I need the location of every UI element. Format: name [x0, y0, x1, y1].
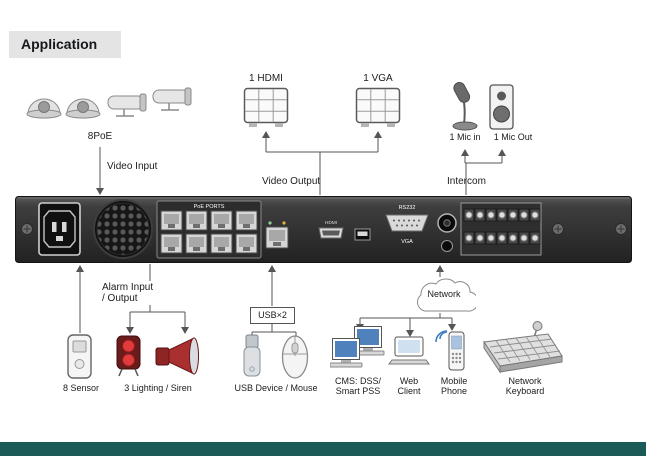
mouse-icon [281, 335, 309, 379]
lighting-siren-label: 3 Lighting / Siren [124, 383, 192, 393]
alarm-io-line1: Alarm Input [102, 282, 154, 293]
vga-monitor-icon [355, 87, 401, 127]
sensor-label: 8 Sensor [62, 383, 100, 393]
web-client-label: Web Client [390, 376, 428, 396]
vga-port-icon: RS232 VGA [385, 205, 429, 245]
alarm-io-label: Alarm Input / Output [102, 282, 153, 304]
vga-label: VGA [401, 239, 413, 245]
mobile-phone-label: Mobile Phone [433, 376, 475, 396]
microphone-icon [452, 82, 478, 131]
dome-camera-icon [26, 98, 62, 119]
network-cloud-label: Network [427, 289, 461, 299]
mic-out-label: 1 Mic Out [493, 132, 533, 142]
video-output-label: Video Output [262, 176, 321, 187]
dome-camera-icon [65, 98, 101, 119]
hdmi-port-icon: HDMI [318, 220, 344, 239]
network-cloud-icon [417, 278, 476, 312]
poe-ports-label: PoE PORTS [194, 204, 225, 210]
mobile-line1: Mobile [440, 376, 468, 386]
web-line2: Client [397, 386, 421, 396]
alarm-terminal-block [460, 202, 542, 256]
alarm-io-line2: / Output [102, 293, 138, 304]
rj45-port-icon [160, 210, 258, 254]
hdmi-monitor-label: 1 HDMI [249, 73, 283, 84]
network-port-icon [265, 221, 289, 249]
keyboard-line1: Network [508, 376, 542, 386]
bullet-camera-icon [107, 93, 147, 117]
keyboard-line2: Keyboard [505, 386, 545, 396]
screw-icon [21, 223, 33, 235]
rs232-label: RS232 [399, 205, 416, 211]
poe-ports-block: PoE PORTS [156, 200, 262, 259]
page-title: Application [9, 31, 121, 58]
mobile-line2: Phone [440, 386, 468, 396]
usb-port-icon [354, 228, 371, 241]
poe-label: 8PoE [87, 131, 113, 142]
wifi-icon [435, 330, 448, 343]
screw-icon [552, 223, 564, 235]
cms-line1: CMS: DSS/ [334, 376, 381, 386]
mic-in-label: 1 Mic in [449, 132, 481, 142]
fan-grille-icon [93, 199, 153, 259]
footer-bar [0, 442, 646, 456]
hdmi-monitor-icon [243, 87, 289, 127]
power-inlet-icon [38, 202, 81, 256]
network-keyboard-label: Network Keyboard [492, 376, 558, 396]
sensor-icon [67, 334, 92, 379]
audio-connector-icon [437, 213, 457, 252]
hdmi-port-label: HDMI [325, 220, 337, 226]
laptop-icon [388, 336, 430, 365]
camera-group [26, 87, 192, 119]
usb-stick-icon [243, 334, 261, 377]
lighting-icon [116, 335, 141, 377]
web-line1: Web [399, 376, 419, 386]
usb-tag: USB×2 [250, 307, 295, 324]
desktop-computer-icon [330, 338, 363, 368]
speaker-icon [489, 84, 514, 130]
network-keyboard-icon [483, 321, 563, 374]
cms-label: CMS: DSS/ Smart PSS [327, 376, 389, 396]
video-input-label: Video Input [107, 161, 158, 172]
usb-device-label: USB Device / Mouse [234, 383, 318, 393]
siren-icon [155, 337, 199, 375]
screw-icon [615, 223, 627, 235]
bullet-camera-icon [152, 87, 192, 111]
vga-monitor-label: 1 VGA [363, 73, 393, 84]
nvr-rear-panel: PoE PORTS HDMI [15, 196, 632, 263]
cms-computers-icon [330, 326, 385, 368]
mobile-phone-icon [435, 330, 465, 371]
intercom-label: Intercom [447, 176, 486, 187]
cms-line2: Smart PSS [335, 386, 381, 396]
